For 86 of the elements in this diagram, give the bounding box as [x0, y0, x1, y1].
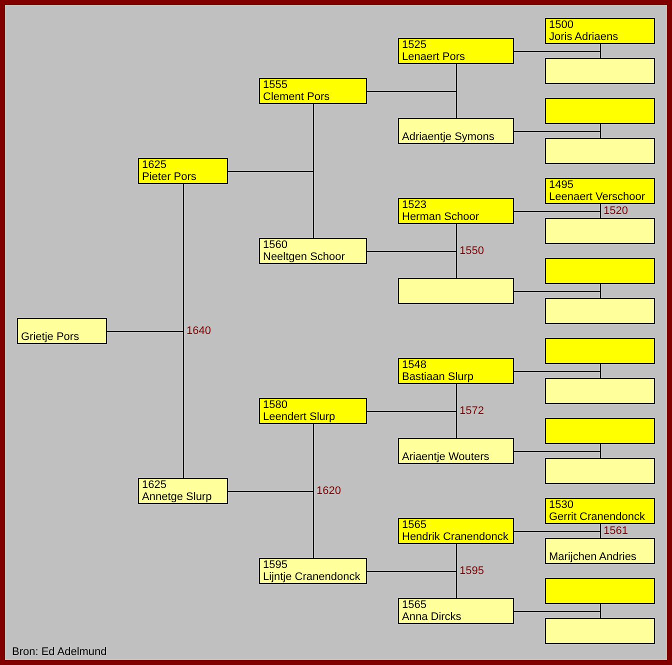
year-label: 1561: [602, 525, 629, 537]
connector-line: [514, 531, 601, 538]
year-text: 1555: [263, 79, 288, 91]
empty-person-box: [545, 218, 655, 244]
person-name: Adriaentje Symons: [402, 131, 494, 143]
year-text: 1525: [402, 39, 426, 51]
year-label: 1620: [316, 485, 342, 497]
year-label: 1520: [602, 205, 629, 217]
person-name: Annetge Slurp: [142, 491, 212, 503]
year-text: 1595: [263, 559, 288, 571]
person-box: [259, 398, 367, 424]
connector-line: [514, 51, 601, 58]
person-box: [398, 38, 514, 64]
empty-person-box: [545, 618, 655, 644]
person-box: [398, 358, 514, 384]
connector-line: [366, 251, 457, 278]
connector-line: [514, 291, 601, 298]
person-name: Bastiaan Slurp: [402, 371, 474, 383]
empty-person-box: [545, 338, 655, 364]
person-box: [398, 518, 514, 544]
empty-person-box: [545, 98, 655, 124]
year-text: 1500: [549, 19, 574, 31]
year-text: 1565: [402, 519, 426, 531]
connector-line: [228, 171, 314, 238]
source-note: Bron: Ed Adelmund: [12, 646, 107, 658]
connector-line: [366, 571, 457, 598]
empty-person-box: [545, 258, 655, 284]
person-box: [545, 178, 655, 204]
person-box: [545, 18, 655, 44]
person-box: [398, 118, 514, 144]
person-box: [138, 478, 228, 504]
person-box: [259, 558, 367, 584]
connector-line: [228, 491, 314, 558]
year-text: 1625: [142, 479, 166, 491]
person-name: Joris Adriaens: [549, 31, 618, 43]
empty-person-box: [545, 418, 655, 444]
empty-person-box: [545, 298, 655, 324]
person-box: [398, 598, 514, 624]
year-text: 1495: [549, 179, 574, 191]
connector-line: [366, 411, 457, 438]
connector-line: [514, 451, 601, 458]
person-name: Marijchen Andries: [549, 551, 636, 563]
person-box: [545, 538, 655, 564]
empty-person-box: [545, 138, 655, 164]
year-text: 1565: [402, 599, 426, 611]
person-name: Lijntje Cranendonck: [263, 571, 360, 583]
person-box: [17, 318, 107, 344]
person-name: Herman Schoor: [402, 211, 480, 223]
empty-person-box: [545, 58, 655, 84]
connector-line: [514, 131, 601, 138]
person-name: Anna Dircks: [402, 611, 462, 623]
person-name: Grietje Pors: [21, 331, 80, 343]
year-label: 1550: [458, 245, 485, 257]
connector-line: [514, 211, 601, 218]
connector-line: [514, 371, 601, 378]
person-name: Gerrit Cranendonck: [549, 511, 645, 523]
person-name: Ariaentje Wouters: [402, 451, 490, 463]
year-label: 1572: [458, 405, 485, 417]
connector-line: [514, 611, 601, 618]
person-name: Leenaert Verschoor: [549, 191, 646, 203]
year-label: 1640: [186, 325, 212, 337]
person-box: [259, 78, 367, 104]
empty-person-box: [398, 278, 514, 304]
empty-person-box: [545, 378, 655, 404]
year-text: 1560: [263, 239, 288, 251]
empty-person-box: [545, 458, 655, 484]
year-text: 1625: [142, 159, 166, 171]
connector-line: [106, 331, 184, 478]
person-name: Leendert Slurp: [263, 411, 336, 423]
person-name: Lenaert Pors: [402, 51, 465, 63]
person-box: [138, 158, 228, 184]
year-label: 1595: [458, 565, 485, 577]
person-box: [398, 438, 514, 464]
year-text: 1580: [263, 399, 288, 411]
person-name: Clement Pors: [263, 91, 330, 103]
person-name: Neeltgen Schoor: [263, 251, 345, 263]
year-text: 1548: [402, 359, 426, 371]
person-name: Pieter Pors: [142, 171, 196, 183]
year-text: 1523: [402, 199, 426, 211]
person-box: [259, 238, 367, 264]
person-box: [398, 198, 514, 224]
connector-line: [366, 91, 457, 118]
year-text: 1530: [549, 499, 574, 511]
person-box: [545, 498, 655, 524]
empty-person-box: [545, 578, 655, 604]
person-name: Hendrik Cranendonck: [402, 531, 508, 543]
